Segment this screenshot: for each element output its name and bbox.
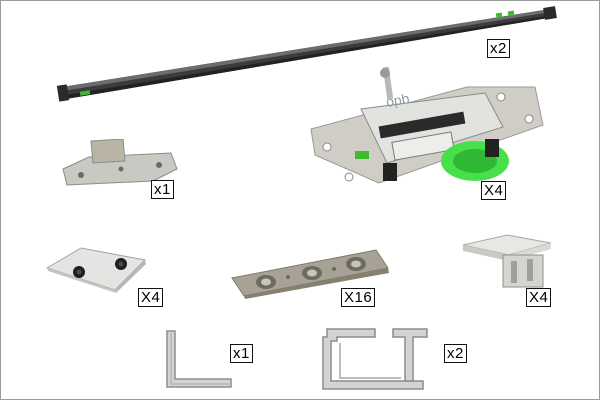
track-rail — [56, 3, 566, 108]
quantity-label-c-profile: x2 — [444, 344, 467, 363]
brand-logo-text: opb — [385, 90, 411, 110]
quantity-label-end-cap: X4 — [526, 288, 552, 307]
quantity-label-angle-bracket: x1 — [151, 180, 174, 199]
c-profile — [317, 323, 432, 395]
slotted-connector-plate — [228, 244, 393, 299]
roller-carriage: opb — [307, 67, 547, 191]
quantity-label-l-profile: x1 — [230, 344, 253, 363]
l-profile — [161, 327, 236, 392]
quantity-label-rail: x2 — [487, 39, 510, 58]
guide-plate — [45, 246, 149, 294]
end-cap — [459, 233, 554, 291]
quantity-label-guide-plate: X4 — [138, 288, 164, 307]
quantity-label-connector-plate: X16 — [341, 288, 376, 307]
angle-bracket — [59, 139, 184, 189]
quantity-label-carriage: X4 — [481, 181, 507, 200]
